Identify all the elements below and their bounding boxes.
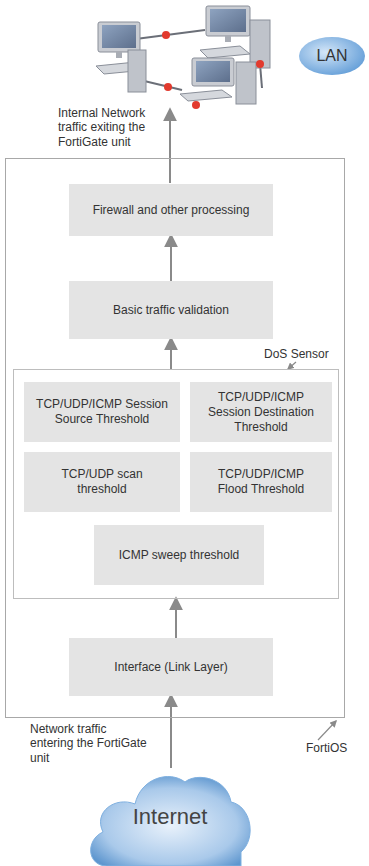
- threshold-box: TCP/UDP/ICMP Session Source Threshold: [24, 382, 180, 442]
- flow-arrow: [170, 236, 172, 281]
- box-label: Basic traffic validation: [113, 303, 229, 318]
- lan-ellipse-shape: [299, 37, 365, 75]
- threshold-box: TCP/UDP scan threshold: [24, 452, 180, 512]
- frame-heading: DoS Sensor: [264, 347, 329, 362]
- dos-sensor-frame: TCP/UDP/ICMP Session Source ThresholdTCP…: [13, 369, 339, 599]
- network-node-dot: [192, 101, 200, 109]
- network-node-dot: [162, 31, 264, 109]
- box-label: ICMP sweep threshold: [119, 548, 240, 563]
- box-label: Firewall and other processing: [93, 203, 250, 218]
- computer-icon: [96, 22, 146, 92]
- computer-icon: [180, 58, 256, 104]
- flow-note: Internal Network traffic exiting the For…: [58, 106, 162, 149]
- box-label: TCP/UDP scan threshold: [36, 467, 168, 497]
- leader-line: [288, 362, 296, 369]
- flow-arrow: [170, 339, 172, 369]
- threshold-box: TCP/UDP/ICMP Flood Threshold: [190, 452, 332, 512]
- threshold-box: TCP/UDP/ICMP Session Destination Thresho…: [190, 382, 332, 442]
- leader-line: [318, 721, 336, 740]
- flow-arrow: [170, 696, 172, 768]
- cloud-shape: [91, 777, 250, 866]
- network-node-dot: [164, 83, 172, 91]
- box-label: Interface (Link Layer): [114, 660, 227, 675]
- box-label: TCP/UDP/ICMP Session Source Threshold: [36, 397, 168, 427]
- process-box: Firewall and other processing: [69, 184, 273, 236]
- lan-ellipse: LAN: [298, 36, 366, 76]
- network-node-dot: [256, 60, 264, 68]
- box-label: TCP/UDP/ICMP Session Destination Thresho…: [202, 390, 320, 435]
- box-label: TCP/UDP/ICMP Flood Threshold: [202, 467, 320, 497]
- process-box: Basic traffic validation: [69, 281, 273, 339]
- exit-arrow: [169, 110, 171, 183]
- flow-arrow: [175, 599, 177, 638]
- frame-heading: FortiOS: [306, 741, 347, 756]
- shape-label: Internet: [133, 803, 208, 831]
- shape-label: LAN: [316, 46, 347, 66]
- fortios-frame: Firewall and other processingBasic traff…: [5, 158, 345, 718]
- network-node-dot: [162, 31, 170, 39]
- flow-note: Network traffic entering the FortiGate u…: [30, 722, 152, 765]
- process-box: Interface (Link Layer): [69, 638, 273, 696]
- internet-cloud: Internet: [85, 768, 255, 866]
- threshold-box: ICMP sweep threshold: [94, 525, 264, 585]
